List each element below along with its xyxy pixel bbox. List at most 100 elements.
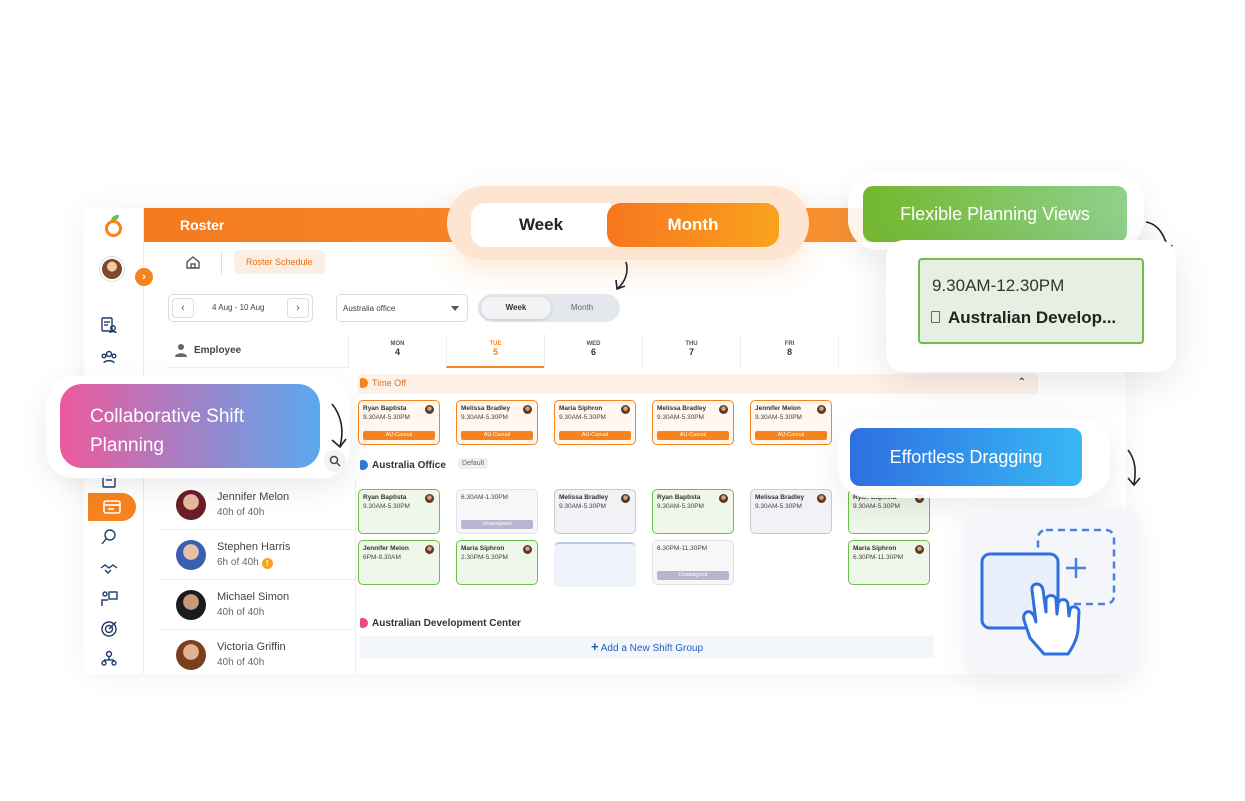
avatar bbox=[719, 405, 728, 414]
avatar bbox=[817, 405, 826, 414]
search-button[interactable] bbox=[324, 450, 346, 472]
calendar-icon bbox=[103, 500, 121, 514]
employee-label: Employee bbox=[194, 345, 242, 356]
chevron-right-icon[interactable]: › bbox=[135, 268, 153, 286]
shift-employee: Melissa Bradley bbox=[559, 494, 609, 501]
group-australian-development-center[interactable]: Australian Development Center bbox=[358, 614, 938, 634]
group-label: Time Off bbox=[372, 378, 407, 388]
shift-card-unassigned[interactable]: 6.30AM-1.30PM Unassigned bbox=[456, 489, 538, 534]
view-week-button[interactable]: Week bbox=[481, 297, 551, 319]
overlay-week-button[interactable]: Week bbox=[471, 203, 611, 247]
home-icon[interactable] bbox=[180, 250, 206, 274]
employee-hours: 40h of 40h bbox=[217, 657, 265, 668]
avatar bbox=[425, 405, 434, 414]
chevron-right-icon[interactable]: › bbox=[287, 298, 309, 318]
curved-arrow-icon bbox=[1127, 449, 1141, 487]
person-icon bbox=[175, 344, 187, 357]
team-icon[interactable] bbox=[100, 348, 118, 366]
employee-column-header: Employee bbox=[168, 334, 348, 368]
avatar bbox=[817, 494, 826, 503]
user-avatar[interactable] bbox=[100, 257, 124, 281]
list-item[interactable]: Victoria Griffin 40h of 40h bbox=[159, 630, 356, 674]
shift-preview-card[interactable]: 9.30AM-12.30PM Australian Develop... bbox=[886, 240, 1176, 372]
warning-icon: ! bbox=[261, 558, 273, 569]
dragging-pill-frame: Effortless Dragging bbox=[838, 418, 1110, 498]
flag-icon bbox=[360, 618, 368, 628]
avatar bbox=[621, 494, 630, 503]
overlay-month-button[interactable]: Month bbox=[607, 203, 779, 247]
chevron-left-icon[interactable]: ‹ bbox=[172, 298, 194, 318]
employee-name: Jennifer Melon bbox=[217, 491, 290, 503]
collab-pill-frame: Collaborative Shift Planning bbox=[46, 376, 350, 478]
curved-arrow-icon bbox=[615, 261, 628, 291]
avatar bbox=[425, 545, 434, 554]
shift-employee: Maria Siphron bbox=[559, 405, 603, 412]
shift-time: 9.30AM-5.30PM bbox=[461, 414, 508, 421]
avatar bbox=[915, 545, 924, 554]
presentation-icon[interactable] bbox=[100, 590, 118, 608]
list-item[interactable]: Michael Simon 40h of 40h bbox=[159, 580, 356, 630]
day-date: 7 bbox=[688, 347, 694, 357]
list-item[interactable]: Jennifer Melon 40h of 40h bbox=[159, 480, 356, 530]
avatar bbox=[176, 590, 206, 620]
shift-time: 9.30AM-5.30PM bbox=[559, 503, 606, 510]
shift-employee: Jennifer Melon bbox=[363, 545, 409, 552]
add-shift-group-button[interactable]: + Add a New Shift Group bbox=[360, 636, 934, 658]
breadcrumb-roster-schedule[interactable]: Roster Schedule bbox=[234, 250, 325, 274]
shift-time: 9.30AM-5.30PM bbox=[363, 503, 410, 510]
shift-time: 6.30AM-1.30PM bbox=[461, 494, 508, 501]
group-australia-office[interactable]: Australia Office Default bbox=[358, 456, 1038, 476]
shift-time: 9.30AM-5.30PM bbox=[755, 414, 802, 421]
plus-icon: + bbox=[590, 639, 599, 654]
org-chart-icon[interactable] bbox=[100, 650, 118, 668]
shift-employee: Ryan Baptista bbox=[363, 405, 407, 412]
curved-arrow-icon bbox=[331, 403, 347, 449]
handshake-icon[interactable] bbox=[100, 560, 118, 578]
collaborative-shift-planning-label: Collaborative Shift Planning bbox=[60, 384, 320, 468]
shift-time: 6.30PM-11.30PM bbox=[657, 545, 708, 552]
day-date: 4 bbox=[394, 347, 400, 357]
shift-time: 2.30PM-5.30PM bbox=[461, 554, 508, 561]
view-toggle: Week Month bbox=[478, 294, 620, 322]
user-list-icon[interactable] bbox=[100, 316, 118, 334]
office-select[interactable]: Australia office bbox=[336, 294, 468, 322]
shift-employee: Melissa Bradley bbox=[755, 494, 805, 501]
shift-time: 9.30AM-5.30PM bbox=[853, 503, 900, 510]
view-month-button[interactable]: Month bbox=[570, 303, 594, 312]
group-time-off[interactable]: Time Off ⌃ bbox=[358, 374, 1038, 394]
employee-name: Victoria Griffin bbox=[217, 641, 286, 653]
avatar bbox=[719, 494, 728, 503]
shift-card[interactable]: Melissa Bradley 9.30AM-5.30PM bbox=[554, 489, 636, 534]
employee-hours: 40h of 40h bbox=[217, 607, 265, 618]
day-date: 8 bbox=[786, 347, 792, 357]
avatar bbox=[176, 640, 206, 670]
shift-employee: Maria Siphron bbox=[853, 545, 897, 552]
shift-tag: Unassigned bbox=[461, 520, 533, 529]
shift-tag: AU-Casual bbox=[461, 431, 533, 440]
avatar bbox=[621, 405, 630, 414]
search-user-icon[interactable] bbox=[100, 528, 118, 546]
list-item[interactable]: Stephen Harris 6h of 40h! bbox=[159, 530, 356, 580]
sidebar-item-roster[interactable] bbox=[88, 493, 136, 521]
target-icon[interactable] bbox=[100, 620, 118, 638]
chevron-up-icon[interactable]: ⌃ bbox=[1017, 377, 1026, 388]
shift-tag: AU-Casual bbox=[559, 431, 631, 440]
drop-placeholder[interactable] bbox=[554, 542, 636, 587]
